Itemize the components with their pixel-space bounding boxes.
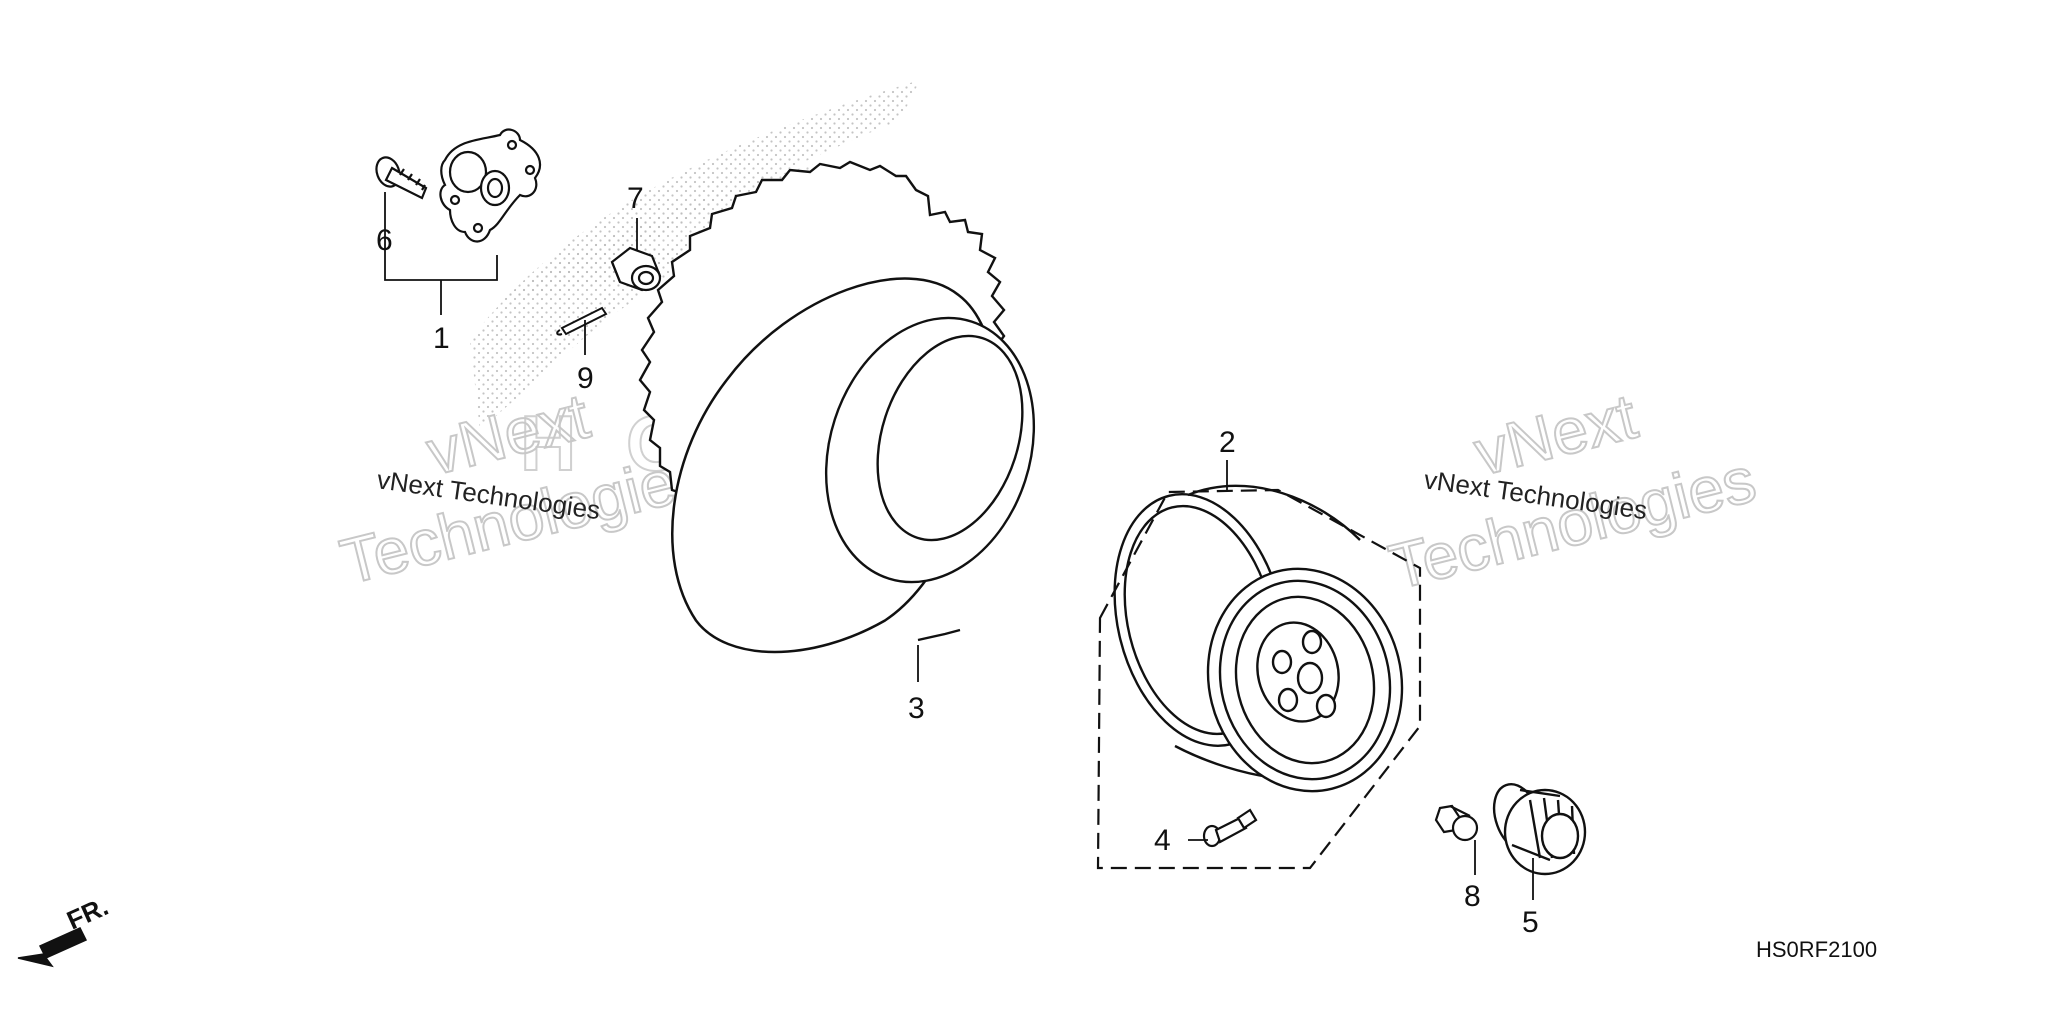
callout-1: 1 [433,322,450,355]
front-arrow-icon [17,927,88,968]
hub-plate-part [439,128,542,243]
hub-cap-part [1492,783,1587,876]
callout-6: 6 [376,224,393,257]
callout-3: 3 [908,692,925,725]
hub-bolt-part [375,156,428,200]
diagram-code: HS0RF2100 [1756,937,1877,962]
front-marker-label: FR. [62,891,112,935]
wheel-group-bracket [1096,488,1422,870]
watermark-right: vNext Technologies [1381,379,1763,604]
callout-9: 9 [577,362,594,395]
callout-4: 4 [1154,824,1171,857]
castle-nut-part [610,246,662,292]
callout-labels: 1 2 3 4 5 6 7 8 9 [376,182,1539,939]
tire-part [638,160,1036,654]
leader-lines [384,192,1534,900]
wheel-nut-part [1434,804,1479,842]
wheel-rim-part [1113,484,1404,793]
cotter-pin-part [556,306,608,336]
callout-2: 2 [1219,426,1236,459]
callout-7: 7 [627,182,644,215]
callout-5: 5 [1522,906,1539,939]
air-valve-part [1202,808,1258,848]
callout-8: 8 [1464,880,1481,913]
